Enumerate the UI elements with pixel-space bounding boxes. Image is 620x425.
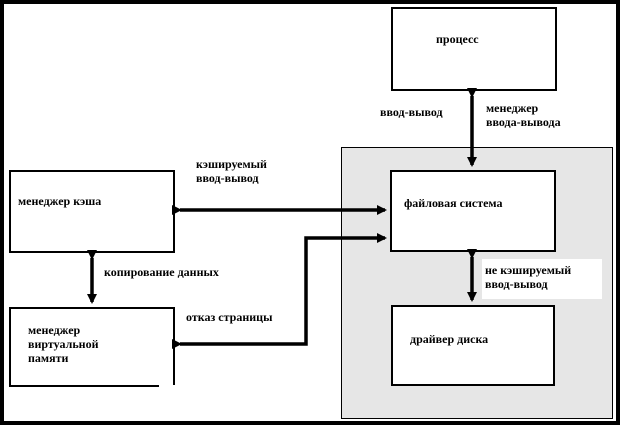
cached-io-label-line1: кэшируемый (196, 157, 267, 171)
io-manager-label-line2: ввода-вывода (486, 115, 561, 129)
disk-driver-label: драйвер диска (410, 332, 489, 346)
cache-manager-label: менеджер кэша (18, 194, 102, 208)
pagefault-arrow (172, 233, 387, 349)
uncached-io-label-line2: ввод-вывод (485, 277, 548, 291)
copy-data-label: копирование данных (104, 265, 219, 279)
page-fault-label: отказ страницы (186, 310, 273, 324)
process-label: процесс (436, 32, 479, 46)
vm-manager-label-line2: виртуальной (28, 337, 99, 351)
io-edge-label: ввод-вывод (380, 105, 443, 119)
uncached-io-label-bg (482, 259, 602, 299)
cached-io-label-line2: ввод-вывод (196, 171, 259, 185)
vm-manager-label-line3: памяти (28, 351, 69, 365)
filesystem-label: файловая система (404, 196, 503, 210)
vm-manager-label-line1: менеджер (28, 323, 81, 337)
io-manager-label-line1: менеджер (486, 101, 539, 115)
disk-driver-box (391, 305, 555, 386)
uncached-io-label-line1: не кэшируемый (485, 263, 572, 277)
connector-layer (87, 88, 477, 349)
diagram-canvas: процесс файловая система менеджер кэша м… (4, 4, 616, 421)
vm-manager-label-bg (159, 385, 177, 389)
process-box (391, 7, 557, 91)
vm-manager-box (9, 307, 175, 387)
